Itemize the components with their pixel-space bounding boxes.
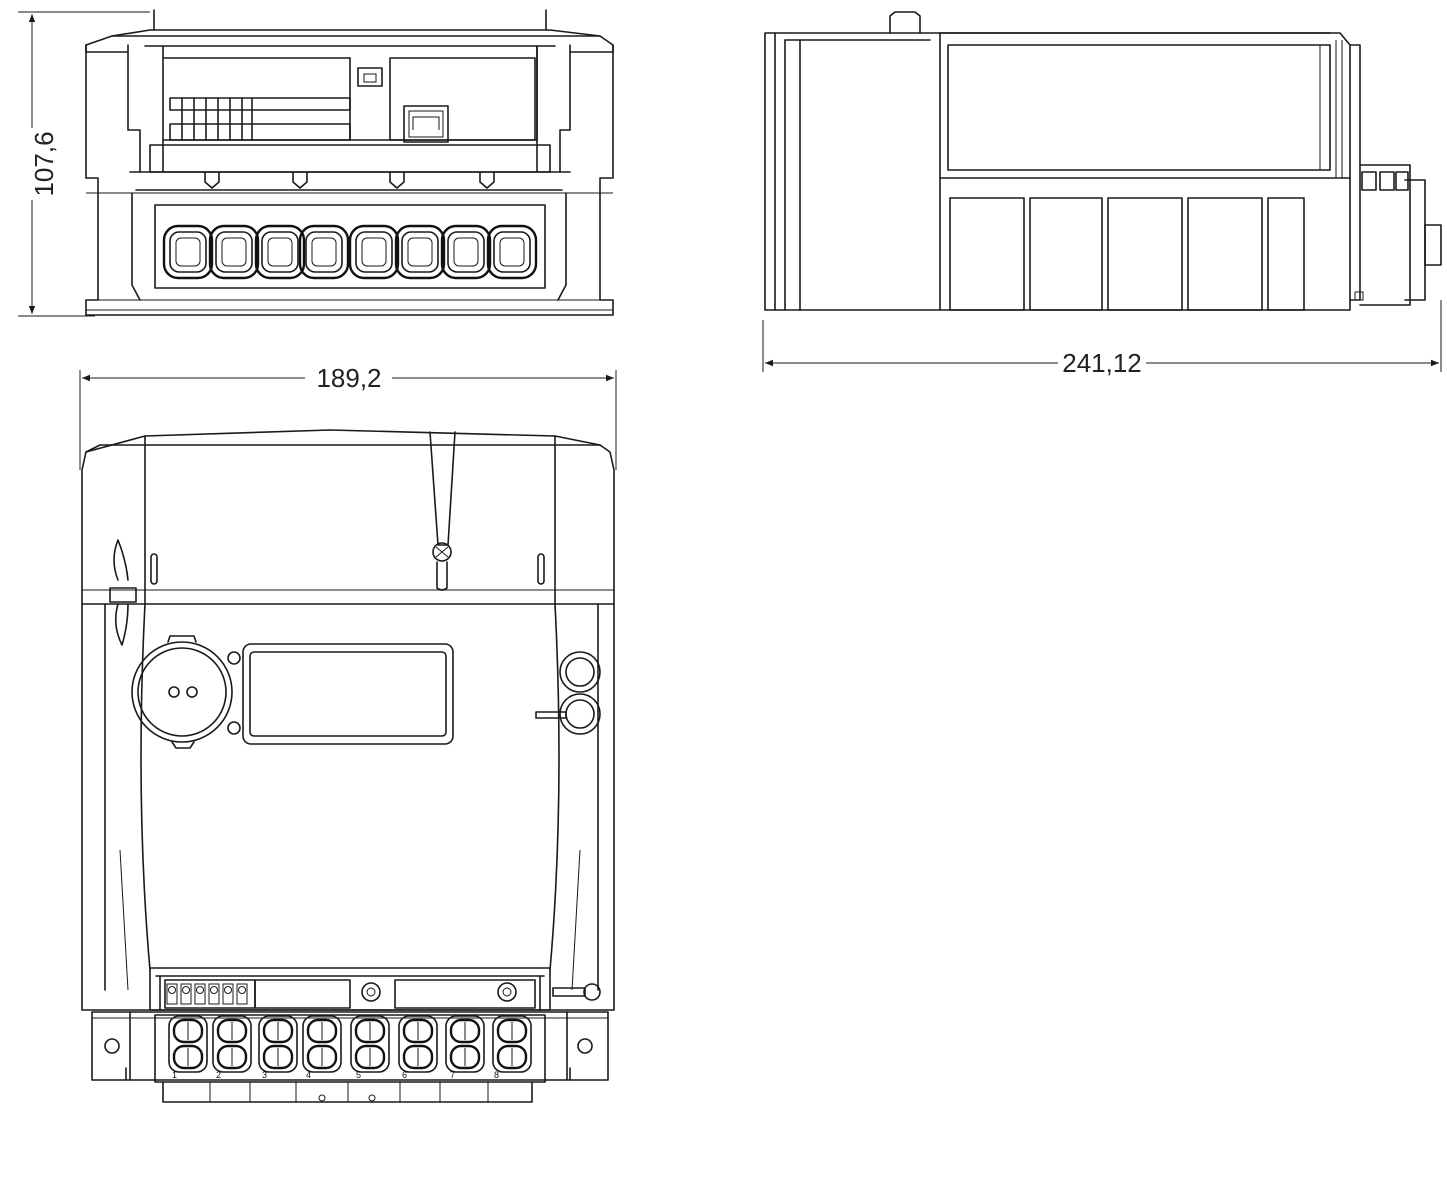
top-view [85, 9, 614, 316]
terminal-number: 6 [402, 1070, 407, 1080]
height-dimension-label: 107,6 [29, 131, 59, 196]
top-terminal-opening [394, 224, 446, 280]
terminal-number: 5 [356, 1070, 361, 1080]
top-terminal-opening [162, 224, 214, 280]
bottom-terminal [492, 1015, 532, 1073]
bottom-terminal [258, 1015, 298, 1073]
top-terminal-opening [486, 224, 538, 280]
side-view [764, 11, 1442, 311]
top-terminal-opening [254, 224, 306, 280]
width-dimension: 189,2 [79, 363, 617, 470]
width-dimension-label: 189,2 [316, 363, 381, 393]
terminal-number-labels: 1 2 3 4 5 6 7 8 [172, 1070, 499, 1080]
terminal-number: 8 [494, 1070, 499, 1080]
terminal-number: 1 [172, 1070, 177, 1080]
terminal-number: 7 [450, 1070, 455, 1080]
bottom-terminal [168, 1015, 208, 1073]
top-view-terminal-openings [162, 224, 538, 280]
terminal-number: 4 [306, 1070, 311, 1080]
terminal-number: 3 [262, 1070, 267, 1080]
front-view: 1 2 3 4 5 6 7 8 [81, 429, 615, 1103]
bottom-terminal [350, 1015, 390, 1073]
top-terminal-opening [440, 224, 492, 280]
top-terminal-opening [348, 224, 400, 280]
bottom-terminal [212, 1015, 252, 1073]
depth-dimension-label: 241,12 [1062, 348, 1142, 378]
front-view-terminals [168, 1015, 532, 1073]
bottom-terminal [445, 1015, 485, 1073]
terminal-number: 2 [216, 1070, 221, 1080]
top-terminal-opening [208, 224, 260, 280]
bottom-terminal [398, 1015, 438, 1073]
top-terminal-opening [298, 224, 350, 280]
depth-dimension: 241,12 [762, 300, 1442, 378]
height-dimension: 107,6 [18, 11, 150, 317]
bottom-terminal [302, 1015, 342, 1073]
